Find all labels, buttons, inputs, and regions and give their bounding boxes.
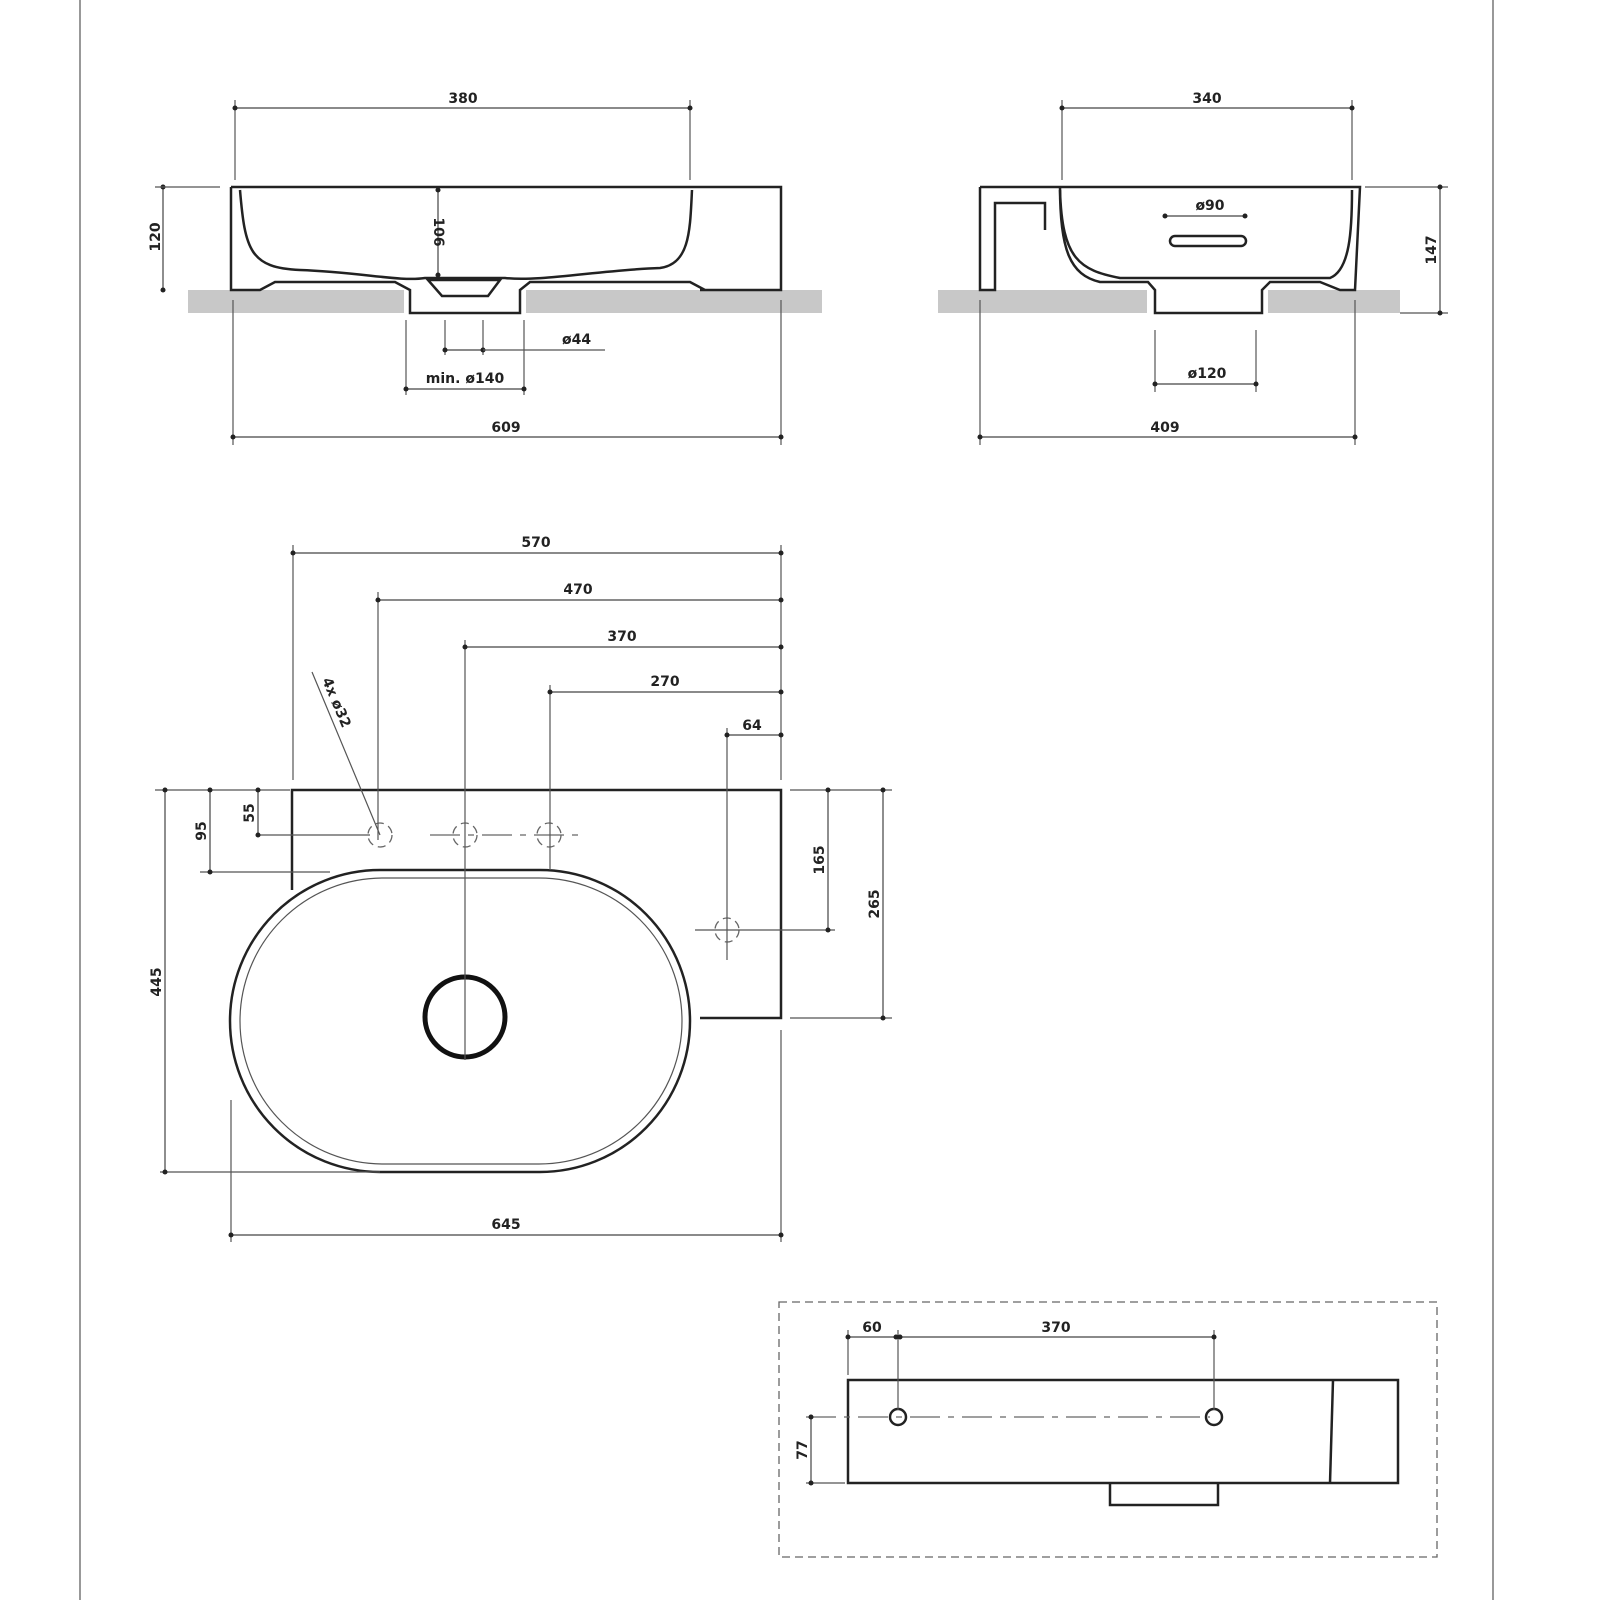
dim-270: 270 — [650, 674, 679, 690]
dim-570: 570 — [521, 535, 550, 551]
bowl-inner — [239, 877, 683, 1165]
dim-width-inner: 380 — [448, 91, 477, 107]
dim-55: 55 — [242, 803, 258, 822]
rear-view: 60 370 77 — [778, 1301, 1438, 1558]
countertop — [526, 290, 822, 313]
countertop — [1268, 290, 1400, 313]
dim-370: 370 — [607, 629, 636, 645]
tap-hole — [367, 822, 393, 848]
drain-tab — [1108, 1483, 1220, 1507]
dim-64: 64 — [742, 718, 762, 734]
dim-holes: 4x ø32 — [318, 675, 353, 730]
dim-165: 165 — [812, 845, 828, 874]
dim-370: 370 — [1041, 1320, 1070, 1336]
basin-outline — [978, 185, 1362, 315]
dim-overflow: ø90 — [1195, 198, 1224, 214]
countertop — [938, 290, 1147, 313]
dim-cutout: min. ø140 — [426, 371, 505, 387]
dim-depth: 106 — [430, 217, 446, 246]
dim-drain: ø120 — [1188, 366, 1227, 382]
dim-60: 60 — [862, 1320, 882, 1336]
dim-width-inner: 340 — [1192, 91, 1221, 107]
basin-interior — [1058, 189, 1354, 280]
dim-height: 147 — [1424, 235, 1440, 264]
basin-interior — [238, 189, 694, 281]
dim-445: 445 — [149, 967, 165, 996]
dim-drain: ø44 — [562, 332, 591, 348]
dim-470: 470 — [563, 582, 592, 598]
bowl-outer — [228, 868, 692, 1174]
deck-outline — [290, 788, 783, 1020]
drain — [425, 278, 503, 298]
detail-frame — [778, 1301, 1438, 1558]
dim-645: 645 — [491, 1217, 520, 1233]
dim-95: 95 — [194, 821, 210, 840]
plan-view: 570 470 370 270 64 4x ø32 445 95 55 165 … — [149, 535, 892, 1242]
side-view: 340 ø90 147 ø120 409 — [938, 91, 1448, 445]
basin-outline — [229, 185, 783, 315]
dim-width-total: 609 — [491, 420, 520, 436]
front-view: 380 120 106 ø44 min. ø140 609 — [148, 91, 822, 445]
countertop — [188, 290, 404, 313]
dim-depth-total: 409 — [1150, 420, 1179, 436]
dim-height: 120 — [148, 222, 164, 251]
leader-line — [311, 671, 381, 836]
overflow-slot — [1168, 234, 1248, 248]
basin-back-outline — [846, 1378, 1400, 1485]
dim-265: 265 — [867, 889, 883, 918]
dim-77: 77 — [795, 1440, 811, 1459]
